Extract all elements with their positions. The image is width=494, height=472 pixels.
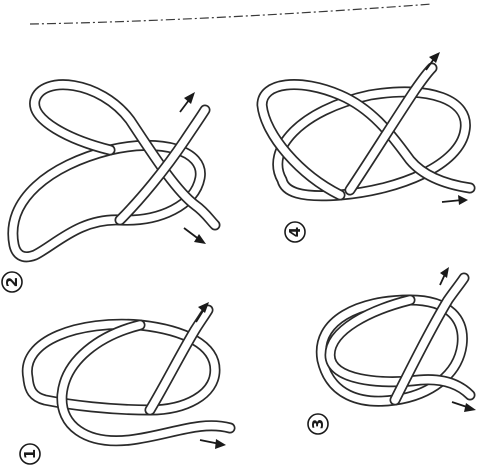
- step-3-knot: 3: [308, 267, 476, 434]
- step-2-number: 2: [3, 277, 21, 287]
- step-2-arrow-down: [184, 228, 206, 244]
- step-1-rope: [27, 310, 230, 441]
- step-4-arrow-right: [442, 195, 468, 205]
- step-2-knot: 2: [2, 85, 215, 292]
- step-4-number: 4: [286, 227, 304, 237]
- step-3-arrow-up: [440, 267, 449, 285]
- step-1-number-badge: 1: [20, 444, 40, 464]
- step-3-number-badge: 3: [308, 414, 328, 434]
- step-4-knot: 4: [262, 52, 470, 242]
- step-3-number: 3: [309, 419, 327, 429]
- step-1-number: 1: [21, 449, 39, 459]
- step-4-rope: [262, 68, 470, 196]
- step-3-arrow-right: [452, 402, 476, 412]
- step-2-rope: [13, 85, 215, 257]
- step-1-knot: 1: [20, 302, 230, 464]
- step-3-rope: [321, 278, 470, 401]
- step-1-arrow-right: [200, 439, 226, 449]
- step-2-arrow-up: [180, 92, 195, 112]
- step-2-number-badge: 2: [2, 272, 22, 292]
- top-rule: [30, 4, 432, 24]
- step-4-number-badge: 4: [285, 222, 305, 242]
